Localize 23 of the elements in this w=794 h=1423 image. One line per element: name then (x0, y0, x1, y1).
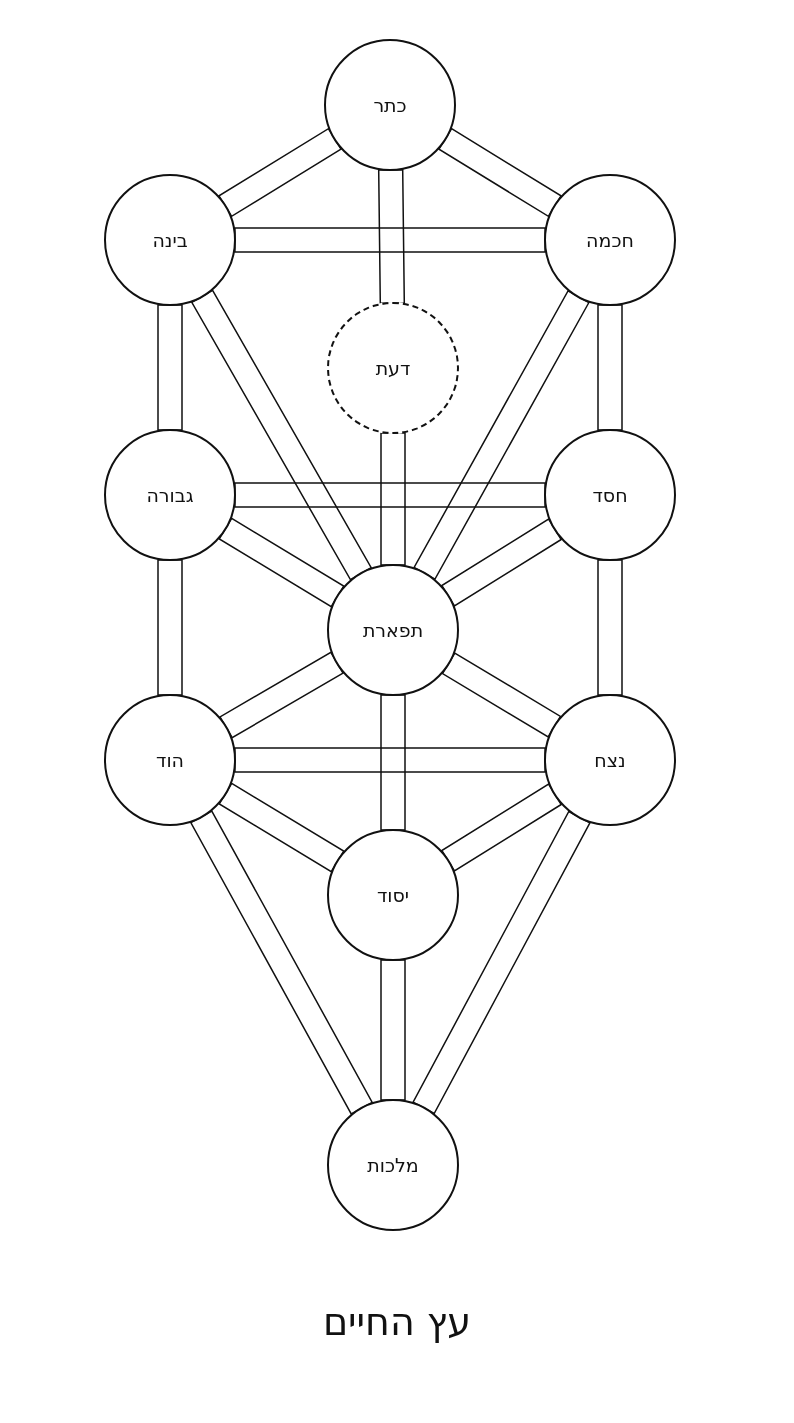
channel (189, 810, 374, 1115)
circle-node: כתר (324, 39, 456, 171)
circle-node: תפארת (327, 564, 459, 696)
circle-node: מלכות (327, 1099, 459, 1231)
channel (413, 289, 590, 581)
channel (597, 559, 623, 696)
channel (234, 227, 546, 253)
circle-node: חכמה (544, 174, 676, 306)
channel (234, 482, 546, 508)
dashed-circle-node: דעת (327, 302, 459, 434)
channel (190, 289, 373, 581)
channel (234, 747, 546, 773)
circle-node: בינה (104, 174, 236, 306)
channel (380, 959, 406, 1101)
circle-node: יסוד (327, 829, 459, 961)
circle-node: חסד (544, 429, 676, 561)
title: עץ החיים (321, 1300, 473, 1344)
circle-node: נצח (544, 694, 676, 826)
channel (380, 694, 406, 831)
channel (412, 810, 591, 1115)
circle-node: הוד (104, 694, 236, 826)
channel (380, 432, 406, 566)
circle-node: גבורה (104, 429, 236, 561)
